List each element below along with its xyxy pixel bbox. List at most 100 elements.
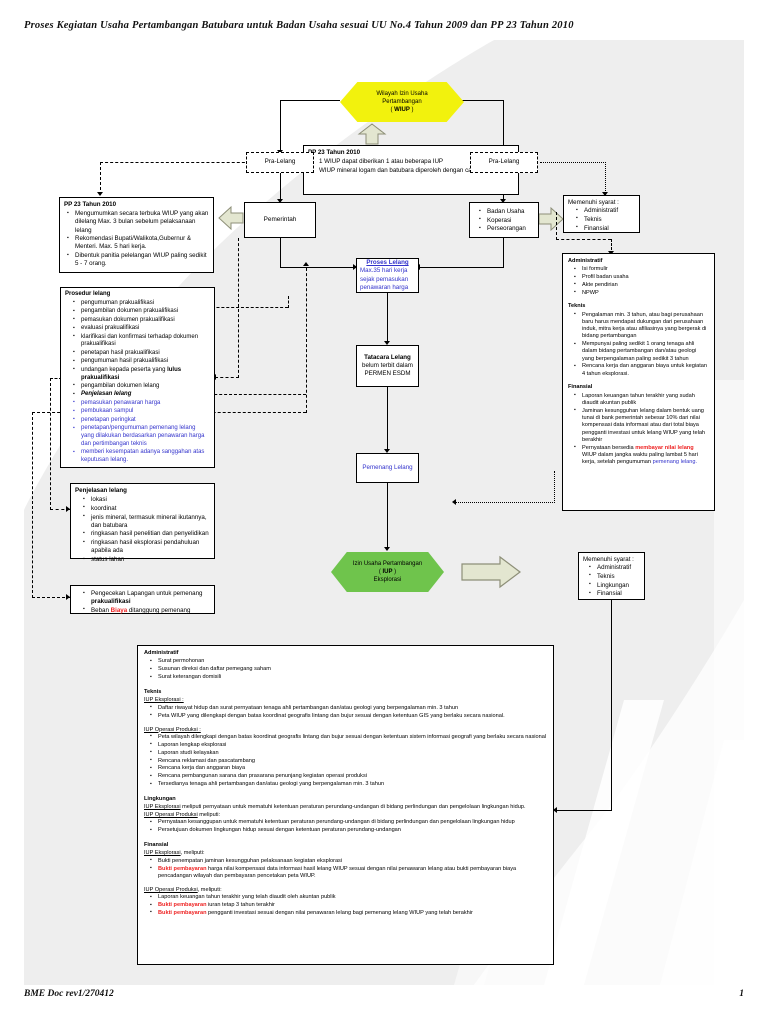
penjelasan-lelang-title: Penjelasan lelang <box>75 487 127 494</box>
list-item: Mempunyai paling sedikit 1 orang tenaga … <box>574 341 709 363</box>
node-syarat-detail-right[interactable]: Administratif Isi formulir Profil badan … <box>562 253 715 511</box>
list-item: Profil badan usaha <box>574 274 709 281</box>
connector-syarat-admin-v1 <box>556 212 557 240</box>
node-iup-eksplorasi-hexagon[interactable]: Izin Usaha Pertambangan ( IUP ) Eksplora… <box>331 552 444 592</box>
bottom-teknis-eksplorasi-list: Daftar riwayat hidup dan surat pernyataa… <box>144 704 547 720</box>
list-item: Bukti penempatan jaminan kesungguhan pel… <box>150 857 547 865</box>
list-item: Peta WIUP yang dilengkapi dengan batas k… <box>150 712 547 720</box>
arrow-to-badanusaha <box>500 199 506 203</box>
connector-badanusaha-down <box>503 237 505 268</box>
proses-lelang-body: Max.35 hari kerja sejak pemasukan penawa… <box>360 267 409 291</box>
node-wiup-hexagon[interactable]: Wilayah Izin Usaha Pertambangan ( WIUP ) <box>340 82 464 122</box>
bottom-finansial-operasi-label: IUP Operasi Produksi, meliputi: <box>144 886 222 893</box>
node-pengecekan-lapangan[interactable]: Pengecekan Lapangan untuk pemenang praku… <box>70 585 215 614</box>
node-syarat-detail-bottom[interactable]: Administratif Surat permohonan Susunan d… <box>137 645 554 965</box>
pra-lelang-right-label: Pra-Lelang <box>488 158 520 166</box>
list-item: Persetujuan dokumen lingkungan hidup ses… <box>150 826 547 834</box>
list-item: Surat keterangan domisili <box>150 674 547 681</box>
list-item: Pernyataan kesanggupan untuk mematuhi ke… <box>150 819 547 826</box>
pemerintah-label: Pemerintah <box>263 215 297 223</box>
connector-prosedur-to-loop <box>160 394 306 395</box>
node-pemerintah[interactable]: Pemerintah <box>244 202 316 238</box>
list-item: Koperasi <box>479 216 534 225</box>
list-item: Rencana kerja dan anggaran biaya <box>150 765 547 772</box>
arrow-loop-up-to-proses <box>303 262 309 266</box>
connector-pemerintah-to-proses <box>280 267 356 269</box>
bottom-finansial-eksplorasi-label: IUP Eksplorasi, meliputi: <box>144 850 205 857</box>
right-teknis-title: Teknis <box>568 303 586 310</box>
page-title: Proses Kegiatan Usaha Pertambangan Batub… <box>24 20 574 31</box>
node-pra-lelang-right[interactable]: Pra-Lelang <box>470 152 538 173</box>
list-item: Administratif <box>576 207 635 215</box>
list-item: pengambilan dokumen prakualifikasi <box>73 308 210 316</box>
connector-syarat-admin-v2 <box>611 239 612 254</box>
list-item: Teknis <box>589 572 640 581</box>
connector-pemerintah-down <box>280 237 282 268</box>
list-item: Beban Biaya ditanggung pemenang <box>83 606 210 615</box>
bottom-administratif-list: Surat permohonan Susunan direksi dan daf… <box>144 658 547 681</box>
pp23-left-list: Mengumumkan secara terbuka WIUP yang aka… <box>64 210 209 268</box>
arrow-to-pemerintah <box>277 199 283 203</box>
list-item: ringkasan hasil eksplorasi pendahuluan a… <box>83 539 210 555</box>
list-item: ringkasan hasil penelitian dan penyelidi… <box>83 530 210 538</box>
list-item: jenis mineral, termasuk mineral ikutanny… <box>83 513 210 530</box>
list-item: NPWP <box>574 289 709 297</box>
list-item: Akte pendirian <box>574 281 709 289</box>
list-item: Rencana pembangunan sarana dan prasarana… <box>150 773 547 780</box>
pengecekan-list: Pengecekan Lapangan untuk pemenang praku… <box>75 589 210 615</box>
arrow-to-bottom-detail <box>553 807 557 813</box>
node-pra-lelang-left[interactable]: Pra-Lelang <box>246 152 314 173</box>
list-item: Peta wilayah dilengkapi dengan batas koo… <box>150 733 547 741</box>
node-penjelasan-lelang[interactable]: Penjelasan lelang lokasi koordinat jenis… <box>70 483 215 563</box>
connector-wiup-left-horiz <box>280 100 340 102</box>
list-item: Pengalaman min. 3 tahun, atau bagi perus… <box>574 311 709 341</box>
list-item: Dibentuk panitia pelelangan WIUP paling … <box>67 252 209 268</box>
block-arrow-right-syarat <box>538 206 564 232</box>
node-memenuhi-syarat-top[interactable]: Memenuhi syarat : Administratif Teknis F… <box>563 195 640 233</box>
iup-line2-prefix: ( <box>378 568 383 575</box>
arrow-pralelang-to-syarat <box>602 192 608 196</box>
node-proses-lelang[interactable]: Proses Lelang Max.35 hari kerja sejak pe… <box>356 258 419 293</box>
list-item: Finansial <box>589 590 640 598</box>
node-memenuhi-syarat-bottom[interactable]: Memenuhi syarat : Administratif Teknis L… <box>578 552 645 600</box>
list-item: Mengumumkan secara terbuka WIUP yang aka… <box>67 210 209 235</box>
connector-loop-v1 <box>306 268 307 413</box>
list-item: Pengecekan Lapangan untuk pemenang praku… <box>83 589 210 606</box>
node-prosedur-lelang[interactable]: Prosedur lelang pengumuman prakualifikas… <box>60 287 215 468</box>
list-item: Laporan lengkap eksplorasi <box>150 741 547 749</box>
list-item: Rencana kerja dan anggaran biaya untuk k… <box>574 363 709 378</box>
connector-pralelang-syarat-v <box>605 162 606 195</box>
bottom-lingkungan-title: Lingkungan <box>144 796 176 802</box>
memenuhi-top-list: Administratif Teknis Finansial <box>568 207 635 233</box>
penjelasan-lelang-list: lokasi koordinat jenis mineral, termasuk… <box>75 496 210 564</box>
block-arrow-right-iup <box>461 555 521 589</box>
block-arrow-up-wiup <box>357 123 387 145</box>
right-administratif-list: Isi formulir Profil badan usaha Akte pen… <box>568 266 709 297</box>
list-item: koordinat <box>83 504 210 513</box>
node-pemenang-lelang[interactable]: Pemenang Lelang <box>356 453 419 483</box>
list-item: Rencana reklamasi dan pascatambang <box>150 757 547 765</box>
connector-syarat-admin-h <box>556 239 611 240</box>
list-item: lokasi <box>83 496 210 504</box>
list-item: pengumuman hasil prakualifikasi <box>73 358 210 366</box>
list-item: Lingkungan <box>589 581 640 590</box>
badan-usaha-list: Badan Usaha Koperasi Perseorangan <box>474 207 534 234</box>
pra-lelang-left-label: Pra-Lelang <box>264 158 296 166</box>
list-item: Laporan keuangan tahun terakhir yang sud… <box>574 392 709 408</box>
arrow-loop-to-pengecekan <box>66 594 70 600</box>
list-item: memberi kesempatan adanya sanggahan atas… <box>73 449 210 465</box>
connector-finansial-pemenang-v <box>554 471 555 503</box>
connector-wiup-left-vert <box>280 100 282 152</box>
node-badan-usaha[interactable]: Badan Usaha Koperasi Perseorangan <box>469 202 539 238</box>
bottom-finansial-title: Finansial <box>144 841 169 848</box>
memenuhi-top-title: Memenuhi syarat : <box>568 199 619 206</box>
list-item: Daftar riwayat hidup dan surat pernyataa… <box>150 704 547 712</box>
tatacara-lelang-title: Tatacara Lelang <box>364 353 411 361</box>
node-tatacara-lelang[interactable]: Tatacara Lelang belum terbit dalam PERME… <box>356 345 419 387</box>
arrow-to-pemenang-lelang <box>452 499 456 505</box>
wiup-line3-bold: WIUP <box>394 107 410 114</box>
block-arrow-left-pp23 <box>218 205 244 231</box>
node-pp23-left[interactable]: PP 23 Tahun 2010 Mengumumkan secara terb… <box>59 197 214 273</box>
connector-loop-v2 <box>32 412 33 598</box>
